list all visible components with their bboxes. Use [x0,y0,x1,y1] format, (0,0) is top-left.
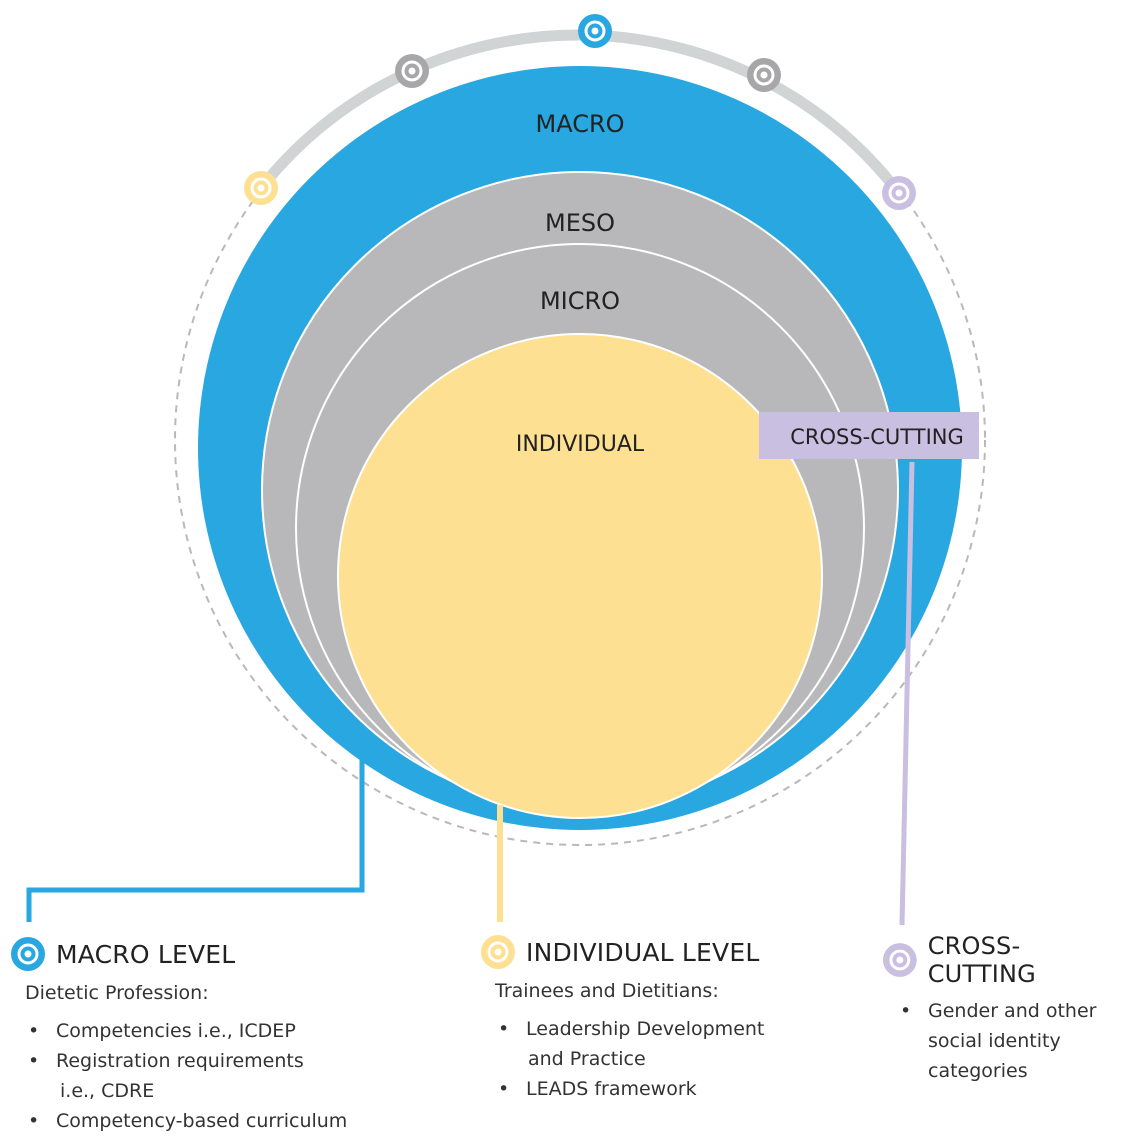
outer-dashed-circle [174,34,986,846]
list-item: Gender and other [882,996,1127,1026]
micro-label: MICRO [540,287,620,315]
cross-connector [899,461,915,926]
target-icon [395,54,429,88]
individual-circle [337,333,823,819]
target-icon [11,937,45,971]
cross-cutting-tag [759,412,979,459]
list-item: Leadership Development [480,1014,810,1044]
list-item: Competency-based curriculum [10,1106,410,1136]
target-icon [481,935,515,969]
list-item: Competencies i.e., ICDEP [10,1016,410,1046]
macro-label: MACRO [535,110,624,138]
cross-cutting-label: CROSS-CUTTING [790,425,964,449]
cross-cutting-legend: CROSS-CUTTING Gender and other social id… [882,932,1127,1086]
individual-legend: INDIVIDUAL LEVEL Trainees and Dietitians… [480,934,810,1104]
macro-legend: MACRO LEVEL Dietetic Profession: Compete… [10,936,410,1136]
target-icon [882,943,917,977]
list-item: categories [928,1060,1028,1082]
list-item: Registration requirements [10,1046,410,1076]
macro-legend-subtitle: Dietetic Profession: [25,982,209,1004]
individual-legend-subtitle: Trainees and Dietitians: [495,980,719,1002]
target-icon [747,58,781,92]
macro-legend-title: MACRO LEVEL [56,939,236,969]
target-icon [578,14,612,48]
list-item: i.e., CDRE [60,1080,155,1102]
target-icon [882,176,916,210]
list-item: social identity [928,1030,1061,1052]
target-icon [244,171,278,205]
macro-connector [26,760,365,922]
meso-label: MESO [545,209,615,237]
list-item: and Practice [528,1048,646,1070]
individual-label: INDIVIDUAL [516,432,645,457]
cross-cutting-legend-title: CROSS-CUTTING [927,932,1036,988]
individual-legend-title: INDIVIDUAL LEVEL [526,937,760,967]
list-item: LEADS framework [480,1074,810,1104]
